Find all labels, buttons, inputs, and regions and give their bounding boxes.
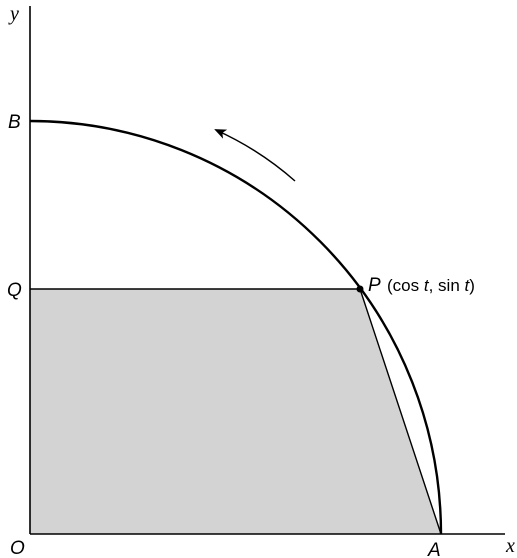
coord-cos: cos bbox=[393, 276, 419, 295]
p-coordinates: (cos t, sin t) bbox=[387, 276, 475, 295]
label-p: P bbox=[368, 275, 381, 296]
coord-t1: t bbox=[424, 276, 430, 295]
label-b: B bbox=[8, 112, 21, 133]
coord-sep: , sin bbox=[429, 276, 460, 295]
label-q: Q bbox=[7, 280, 22, 301]
label-origin: O bbox=[10, 538, 25, 558]
coord-open: ( bbox=[387, 276, 393, 295]
quarter-circle-arc bbox=[29, 119, 443, 535]
shaded-trapezoid bbox=[30, 289, 441, 534]
coord-close: ) bbox=[469, 276, 475, 295]
label-a: A bbox=[427, 540, 441, 558]
coord-t2: t bbox=[465, 276, 471, 295]
segment-pa bbox=[359, 288, 442, 535]
point-p-dot bbox=[356, 285, 364, 293]
x-axis-label: x bbox=[505, 535, 515, 557]
direction-arrow bbox=[214, 129, 296, 182]
y-axis-label: y bbox=[8, 3, 19, 25]
